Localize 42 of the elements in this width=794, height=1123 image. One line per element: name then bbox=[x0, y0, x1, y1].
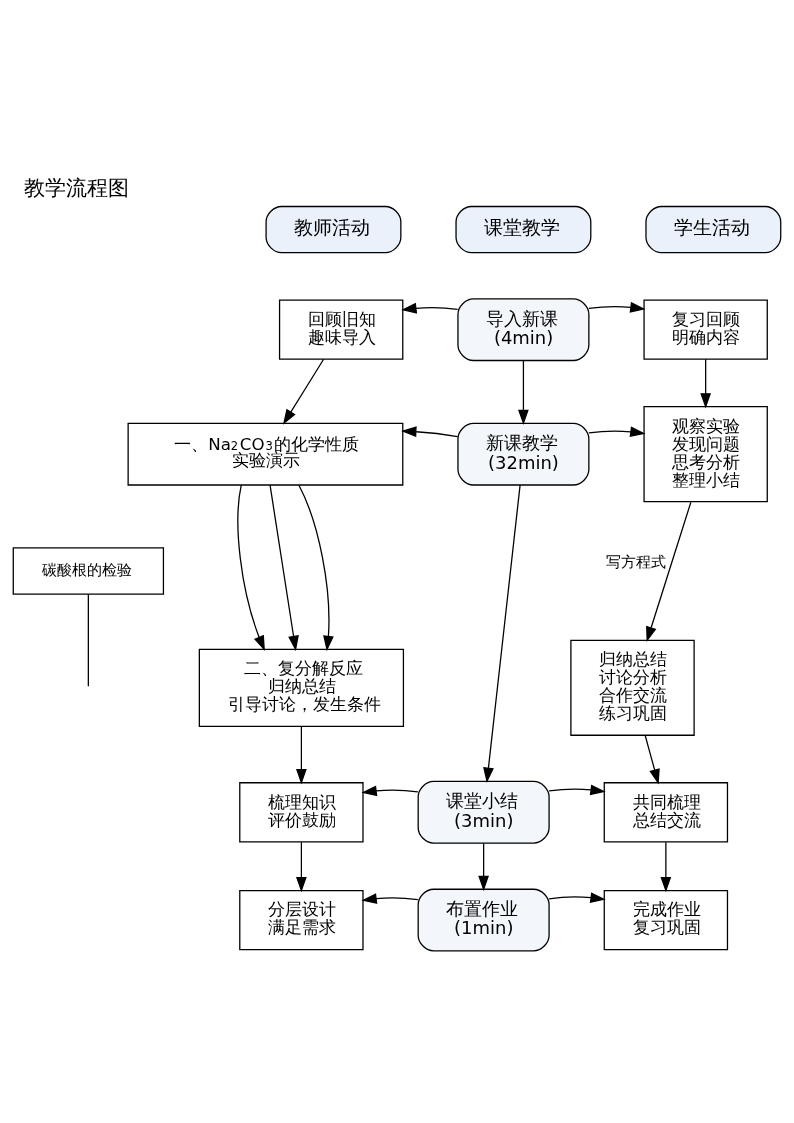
node-box: 新课教学 (32min) bbox=[457, 422, 590, 486]
edge-label: 写方程式 bbox=[606, 552, 667, 571]
arrow bbox=[644, 734, 660, 785]
arrow bbox=[518, 360, 529, 425]
node-box: 共同梳理 总结交流 bbox=[603, 781, 729, 842]
node-box: 复习回顾 明确内容 bbox=[643, 299, 768, 360]
node-box: 二、复分解反应 归纳总结 引导讨论，发生条件 bbox=[198, 648, 405, 727]
arrow bbox=[298, 484, 334, 651]
arrow bbox=[478, 842, 490, 891]
node-box: 教师活动 bbox=[265, 205, 402, 253]
arrow bbox=[296, 725, 307, 784]
arrow bbox=[401, 425, 459, 437]
arrow bbox=[296, 841, 307, 892]
diagram-title: 教学流程图 bbox=[23, 175, 129, 200]
node-box: 归纳总结 讨论分析 合作交流 练习巩固 bbox=[570, 639, 695, 736]
arrow bbox=[700, 358, 712, 409]
arrow bbox=[401, 302, 459, 314]
node-box: 完成作业 复习巩固 bbox=[603, 889, 729, 950]
node-box: 课堂教学 bbox=[455, 205, 592, 253]
node-box: 回顾旧知 趣味导入 bbox=[278, 299, 404, 360]
arrow bbox=[282, 358, 325, 425]
node-box: 学生活动 bbox=[645, 205, 782, 253]
arrow bbox=[588, 425, 646, 437]
arrow bbox=[660, 841, 672, 892]
arrow bbox=[361, 892, 419, 904]
arrow bbox=[237, 484, 265, 651]
node-box: 课堂小结 (3min) bbox=[417, 780, 550, 844]
node-box: 分层设计 满足需求 bbox=[239, 889, 364, 950]
arrow bbox=[361, 784, 419, 796]
arrow bbox=[483, 484, 521, 783]
node-box: 导入新课 (4min) bbox=[457, 297, 590, 361]
arrow bbox=[646, 501, 692, 642]
node-box: 观察实验 发现问题 思考分析 整理小结 bbox=[643, 405, 768, 502]
connector bbox=[87, 593, 89, 687]
node-box: 碳酸根的检验 bbox=[12, 546, 165, 595]
node-box: 一、Na2CO3的化学性质 实验演示 bbox=[127, 422, 404, 486]
arrow bbox=[588, 301, 646, 313]
node-box: 布置作业 (1min) bbox=[417, 888, 550, 951]
arrow bbox=[548, 783, 606, 795]
node-box: 梳理知识 评价鼓励 bbox=[239, 781, 364, 842]
arrow bbox=[269, 484, 299, 651]
arrow bbox=[548, 891, 606, 903]
